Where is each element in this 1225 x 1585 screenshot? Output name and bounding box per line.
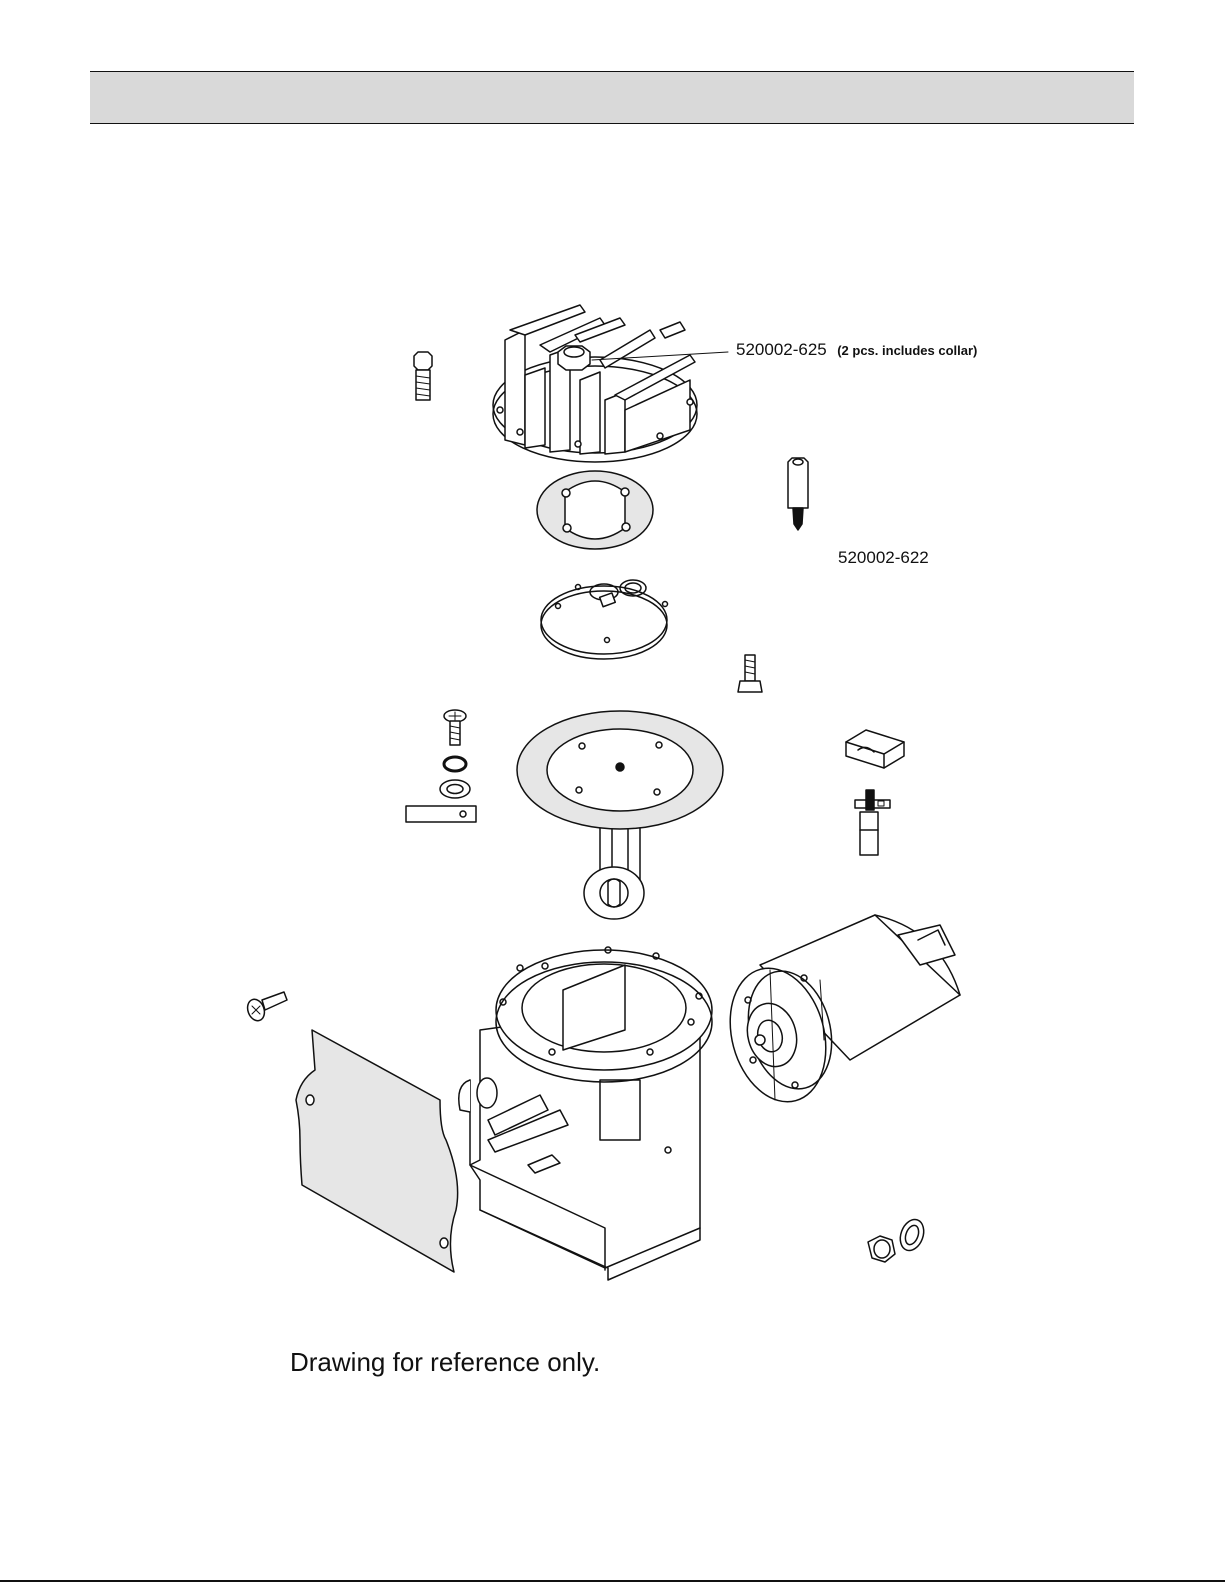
crankcase-housing [459, 947, 712, 1280]
bolt-icon [738, 655, 762, 692]
valve-plate [541, 580, 668, 659]
side-cover-plate [296, 1030, 458, 1272]
electric-motor [716, 915, 960, 1113]
head-gasket [537, 471, 653, 549]
washer-icon [440, 780, 470, 798]
standoff-screw [788, 458, 808, 530]
bolt-icon [414, 352, 432, 400]
brush-cap [846, 730, 904, 768]
diaphragm-and-connecting-rod [517, 711, 723, 919]
screw-icon [245, 992, 287, 1023]
footer-rule [0, 1580, 1225, 1582]
bracket-plate [406, 806, 476, 822]
cylinder-head [493, 305, 728, 462]
o-ring-icon [444, 757, 466, 771]
carbon-brush [855, 790, 890, 855]
washer-icon [896, 1216, 928, 1254]
reference-caption: Drawing for reference only. [290, 1347, 600, 1378]
head-bolt-note: (2 pcs. includes collar) [837, 343, 977, 358]
callout-head-bolt: 520002-625 (2 pcs. includes collar) [736, 340, 977, 360]
screw-icon [444, 710, 466, 745]
nut-icon [868, 1236, 895, 1262]
head-bolt-part-number: 520002-625 [736, 340, 827, 359]
standoff-part-number: 520002-622 [838, 548, 929, 568]
